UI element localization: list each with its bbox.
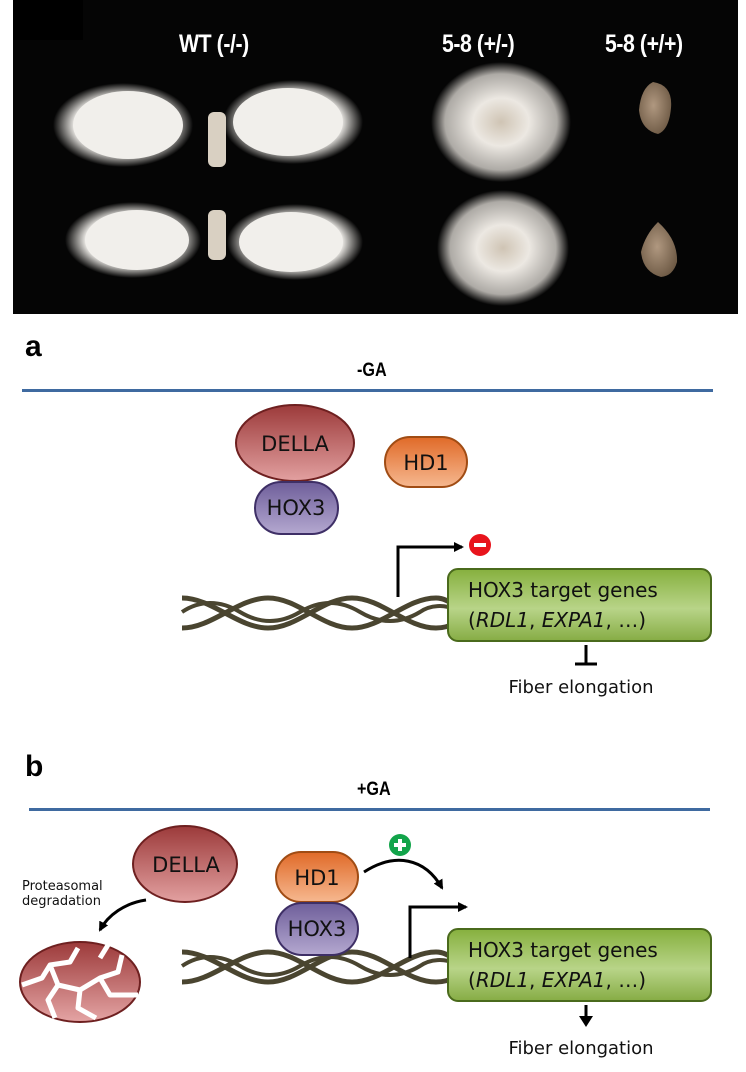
hox3-protein-a: HOX3 [254,481,339,535]
transcription-start-arrow-b [408,902,468,958]
inhibition-bar-icon [575,645,597,666]
wt-seed-top [53,80,363,167]
photo-corner-mask [13,0,83,40]
target-genes-box-a: HOX3 target genes (RDL1, EXPA1, …) [447,568,712,642]
cotton-seed-photo: WT (-/-) 5-8 (+/-) 5-8 (+/+) [13,0,738,314]
degradation-label-line1: Proteasomal [22,879,103,894]
label-wt: WT (-/-) [179,30,249,58]
target-genes-title-a: HOX3 target genes [468,578,658,602]
plus-badge-icon [389,834,411,856]
dna-helix-b [180,949,457,985]
target-genes-title-b: HOX3 target genes [468,938,658,962]
panel-a-letter: a [25,330,42,363]
panel-a-divider [22,389,713,392]
activation-arrow [363,858,444,890]
della-label-b: DELLA [152,853,220,877]
hox3-label-a: HOX3 [267,496,326,520]
fiber-elongation-label-b: Fiber elongation [508,1038,653,1059]
photo-illustration [53,62,678,306]
promotion-arrow-icon [579,1005,593,1027]
hd1-label-a: HD1 [403,451,448,475]
target-genes-list-b: (RDL1, EXPA1, …) [468,968,646,992]
target-genes-list-a: (RDL1, EXPA1, …) [468,608,646,632]
hox3-label-b: HOX3 [288,917,347,941]
homo-seed-bottom [641,222,678,277]
het-seed-top [431,62,571,182]
hd1-protein-a: HD1 [384,436,468,488]
degraded-della-fragments-icon [19,941,141,1023]
degradation-label-line2: degradation [22,894,101,909]
hd1-protein-b: HD1 [275,851,359,903]
target-genes-box-b: HOX3 target genes (RDL1, EXPA1, …) [447,928,712,1002]
het-seed-bottom [437,190,569,306]
hox3-protein-b: HOX3 [275,902,359,956]
label-homo: 5-8 (+/+) [605,30,683,58]
della-protein-a: DELLA [235,404,355,482]
della-protein-b: DELLA [132,825,238,903]
della-label-a: DELLA [261,432,329,456]
panel-b-divider [29,808,710,811]
fiber-elongation-label-a: Fiber elongation [508,677,653,698]
hd1-label-b: HD1 [294,866,339,890]
dna-helix-a [180,595,457,631]
label-het: 5-8 (+/-) [442,30,515,58]
transcription-start-arrow-a [396,542,464,597]
panel-a-condition: -GA [357,360,387,381]
panel-b-letter: b [25,750,44,783]
wt-seed-bottom [65,202,363,280]
panel-b-condition: +GA [357,779,391,800]
minus-badge-icon [469,534,491,556]
homo-seed-top [639,82,672,134]
degradation-arrow [98,898,147,932]
